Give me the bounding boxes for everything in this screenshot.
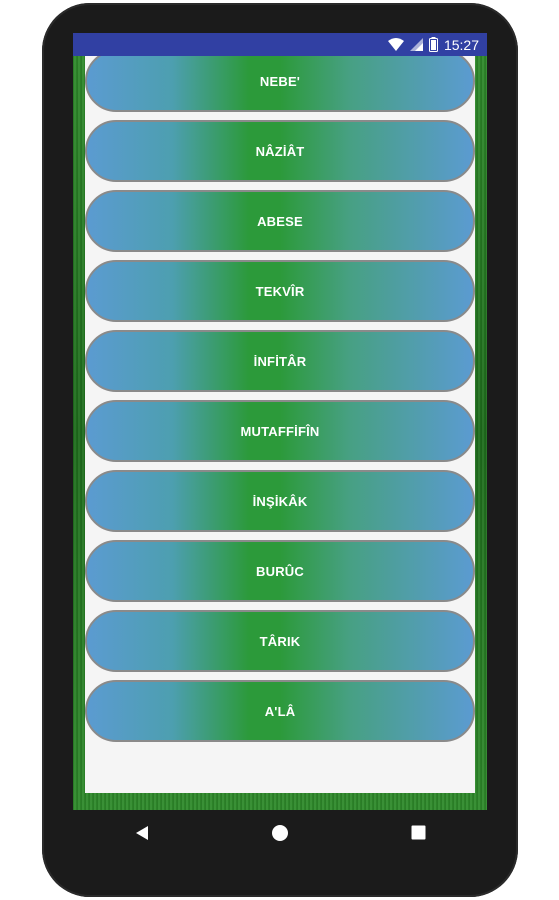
app-screen: 15:27 NEBE' NÂZİÂT ABESE TEKVÎR İNFİTÂR MUTAF… bbox=[73, 33, 487, 810]
recents-button[interactable] bbox=[388, 815, 448, 855]
home-icon bbox=[271, 824, 289, 847]
surah-button-label: İNFİTÂR bbox=[253, 353, 307, 369]
status-bar: 15:27 bbox=[73, 33, 487, 56]
surah-button[interactable]: NEBE' bbox=[85, 56, 475, 112]
surah-button[interactable]: İNŞİKÂK bbox=[85, 470, 475, 532]
back-button[interactable] bbox=[112, 815, 172, 855]
system-nav-bar bbox=[73, 810, 487, 860]
surah-button-label: ABESE bbox=[257, 213, 303, 229]
signal-icon bbox=[409, 38, 423, 51]
home-button[interactable] bbox=[250, 815, 310, 855]
surah-button[interactable]: BURÛC bbox=[85, 540, 475, 602]
recents-icon bbox=[411, 825, 426, 845]
surah-button-label: TÂRIK bbox=[259, 633, 301, 649]
surah-button[interactable]: A'LÂ bbox=[85, 680, 475, 742]
surah-button[interactable]: TEKVÎR bbox=[85, 260, 475, 322]
surah-button-label: İNŞİKÂK bbox=[252, 493, 308, 509]
surah-button-label: TEKVÎR bbox=[255, 283, 305, 299]
surah-button-label: A'LÂ bbox=[264, 703, 296, 719]
surah-button-label: NEBE' bbox=[259, 73, 301, 89]
surah-button-label: NÂZİÂT bbox=[255, 143, 305, 159]
back-icon bbox=[135, 825, 149, 846]
surah-button-label: MUTAFFİFÎN bbox=[240, 423, 320, 439]
surah-button[interactable]: NÂZİÂT bbox=[85, 120, 475, 182]
surah-button[interactable]: MUTAFFİFÎN bbox=[85, 400, 475, 462]
surah-button[interactable]: TÂRIK bbox=[85, 610, 475, 672]
wifi-icon bbox=[387, 38, 404, 51]
battery-icon bbox=[428, 37, 438, 52]
surah-button[interactable]: İNFİTÂR bbox=[85, 330, 475, 392]
surah-list-panel: NEBE' NÂZİÂT ABESE TEKVÎR İNFİTÂR MUTAFFİFÎN İ… bbox=[85, 56, 475, 793]
status-time: 15:27 bbox=[443, 36, 479, 53]
surah-button-label: BURÛC bbox=[256, 563, 304, 579]
surah-button[interactable]: ABESE bbox=[85, 190, 475, 252]
